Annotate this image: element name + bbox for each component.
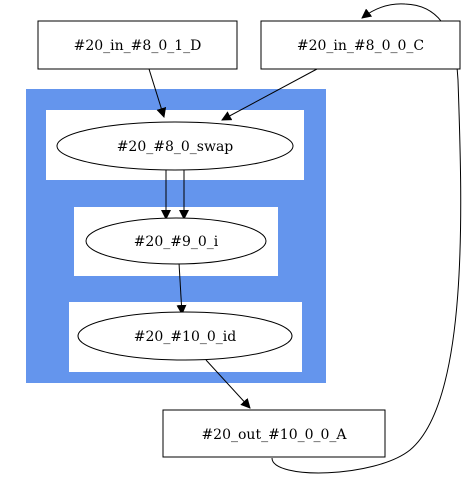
node-in-d-box xyxy=(37,20,238,70)
node-in-d-label: #20_in_#8_0_1_D xyxy=(74,38,202,54)
node-swap-ellipse xyxy=(56,121,294,171)
node-swap-label: #20_#8_0_swap xyxy=(117,139,234,155)
edge-in-d-to-swap xyxy=(148,68,167,118)
edge-in-c-to-swap xyxy=(221,68,318,121)
node-id-ellipse xyxy=(77,311,293,361)
node-i-ellipse xyxy=(85,217,267,265)
node-in-c-label: #20_in_#8_0_0_C xyxy=(297,38,424,54)
node-out-a-label: #20_out_#10_0_0_A xyxy=(201,427,347,443)
node-out-a-box xyxy=(162,409,386,458)
edge-out-to-in-c xyxy=(271,3,462,474)
node-i-label: #20_#9_0_i xyxy=(134,234,219,250)
node-id-label: #20_#10_0_id xyxy=(134,329,236,345)
edge-i-to-id xyxy=(176,262,187,315)
edge-id-to-out xyxy=(205,359,251,409)
node-in-c-box xyxy=(260,20,461,70)
